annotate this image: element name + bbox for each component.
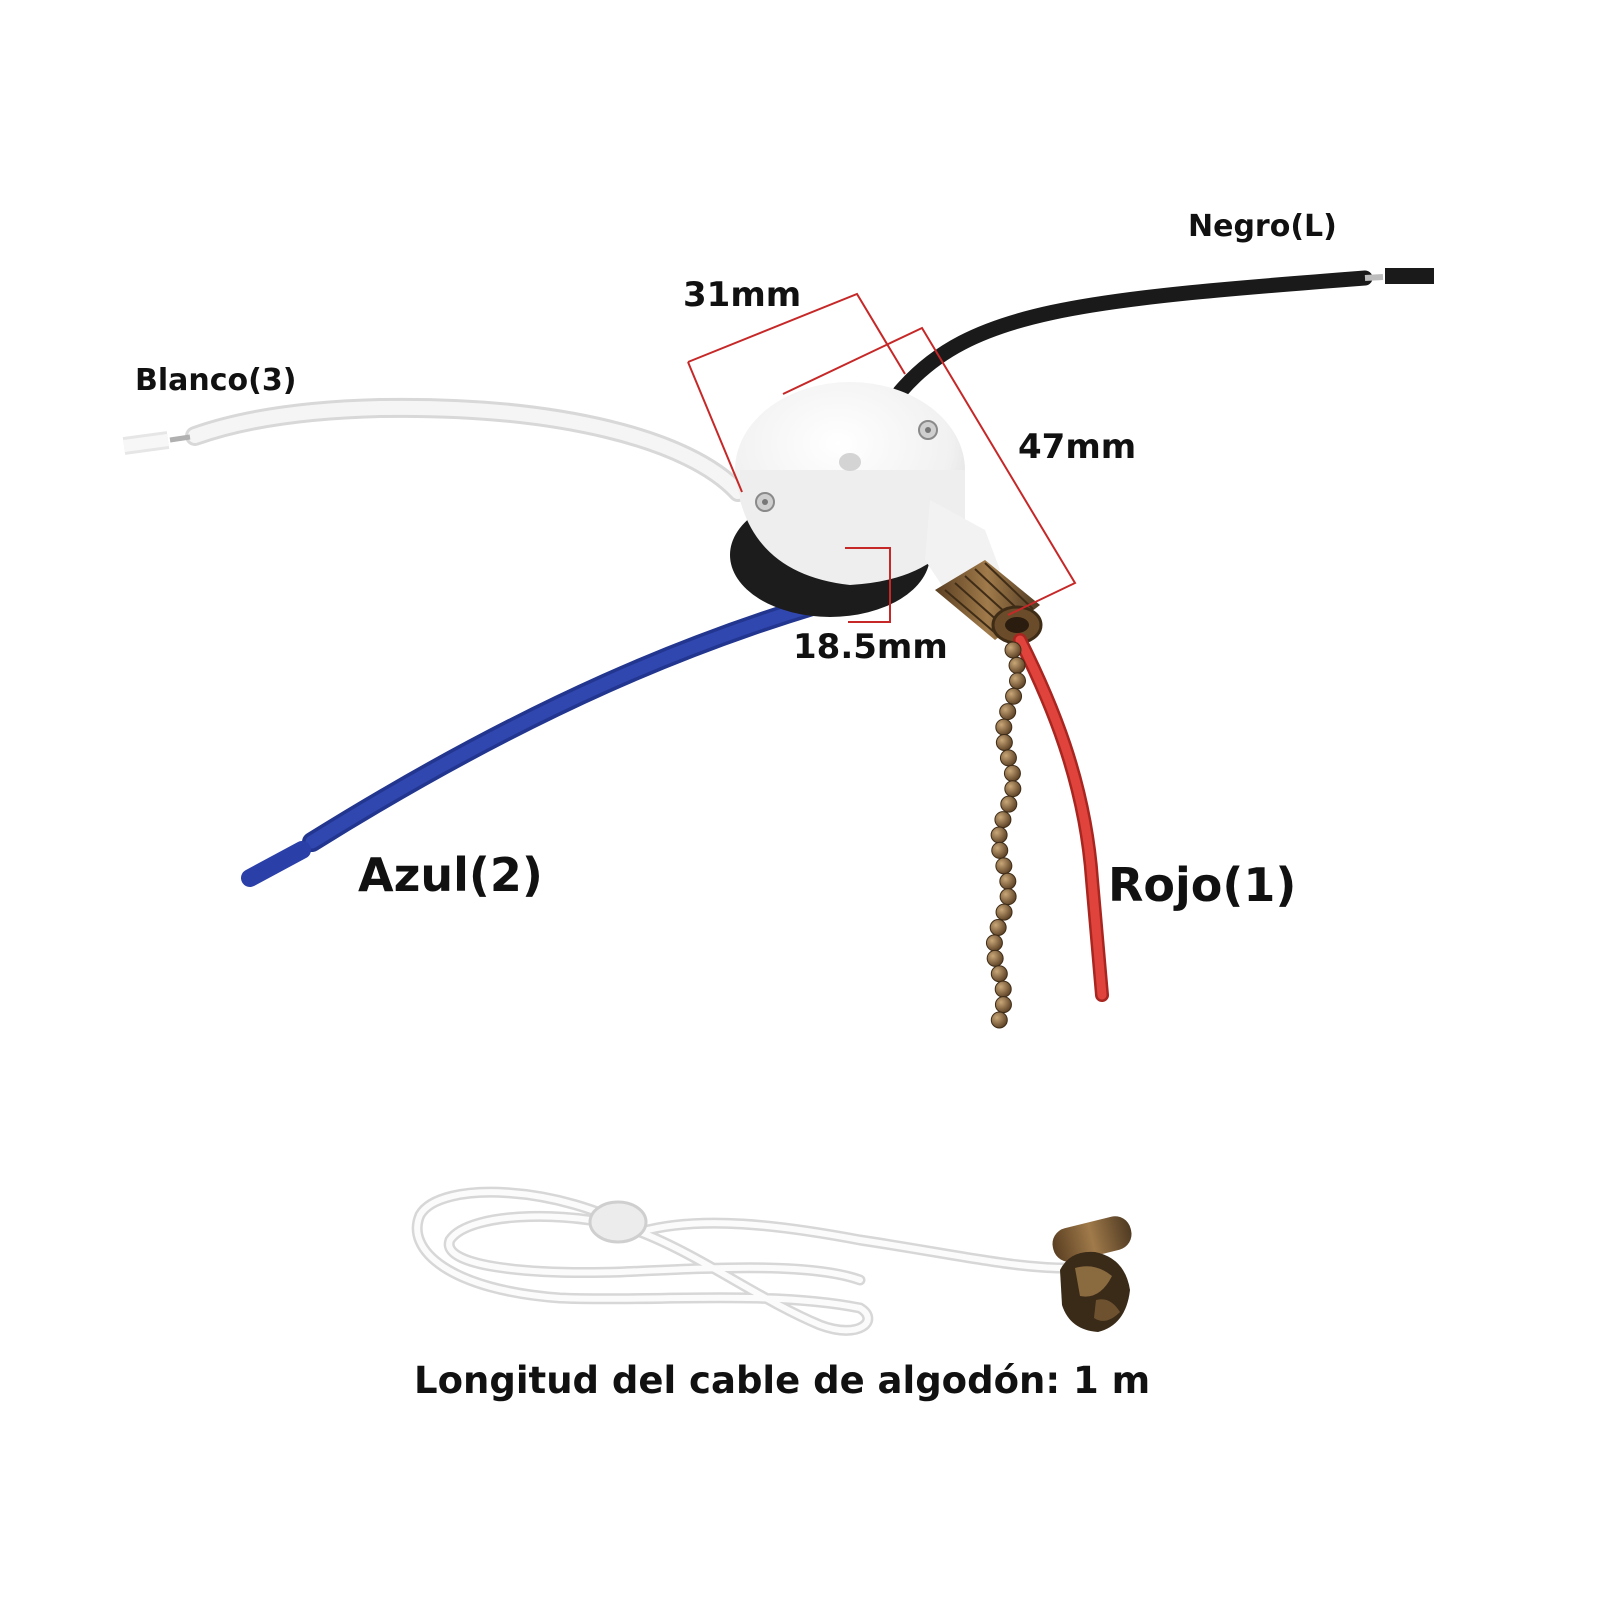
chain-bead bbox=[991, 841, 1009, 859]
black-wire bbox=[892, 268, 1434, 400]
chain-bead bbox=[995, 857, 1013, 875]
bead-chain bbox=[985, 641, 1027, 1029]
chain-bead bbox=[995, 903, 1013, 921]
label-rojo: Rojo(1) bbox=[1108, 858, 1297, 912]
chain-bead bbox=[999, 703, 1017, 721]
dimension-lines bbox=[687, 292, 1077, 623]
chain-bead bbox=[994, 996, 1012, 1014]
chain-bead bbox=[990, 826, 1008, 844]
red-wire bbox=[1013, 633, 1109, 1002]
label-azul: Azul(2) bbox=[358, 848, 543, 902]
chain-bead bbox=[989, 919, 1007, 936]
chain-bead bbox=[994, 980, 1012, 998]
chain-bead bbox=[990, 1011, 1008, 1029]
blue-wire bbox=[241, 595, 825, 887]
chain-bead bbox=[995, 718, 1013, 736]
chain-bead bbox=[986, 949, 1004, 967]
chain-bead bbox=[985, 934, 1003, 952]
chain-bead bbox=[994, 811, 1012, 829]
chain-bead bbox=[990, 965, 1008, 983]
label-negro: Negro(L) bbox=[1188, 209, 1337, 244]
chain-bead bbox=[1005, 687, 1023, 705]
chain-bead bbox=[1003, 764, 1021, 782]
chain-bead bbox=[1004, 780, 1022, 798]
label-length-dimension: 47mm bbox=[1018, 427, 1137, 467]
label-blanco: Blanco(3) bbox=[135, 363, 297, 398]
cotton-pull-cord bbox=[411, 1186, 1086, 1336]
chain-bead bbox=[1008, 656, 1026, 674]
bronze-bushing bbox=[935, 560, 1043, 645]
chain-bead bbox=[999, 872, 1017, 890]
switch-body bbox=[730, 382, 1000, 617]
chain-bead bbox=[999, 749, 1017, 767]
chain-bead bbox=[999, 888, 1017, 906]
chain-bead bbox=[1000, 795, 1018, 813]
chain-bead bbox=[995, 734, 1013, 751]
label-height-dimension: 18.5mm bbox=[793, 627, 948, 667]
chain-bead bbox=[1009, 672, 1027, 690]
label-width-dimension: 31mm bbox=[683, 275, 802, 315]
pull-bell bbox=[1052, 1216, 1132, 1332]
chain-bead bbox=[1004, 641, 1022, 659]
white-wire bbox=[122, 397, 748, 502]
label-cord-length: Longitud del cable de algodón: 1 m bbox=[414, 1359, 1151, 1402]
